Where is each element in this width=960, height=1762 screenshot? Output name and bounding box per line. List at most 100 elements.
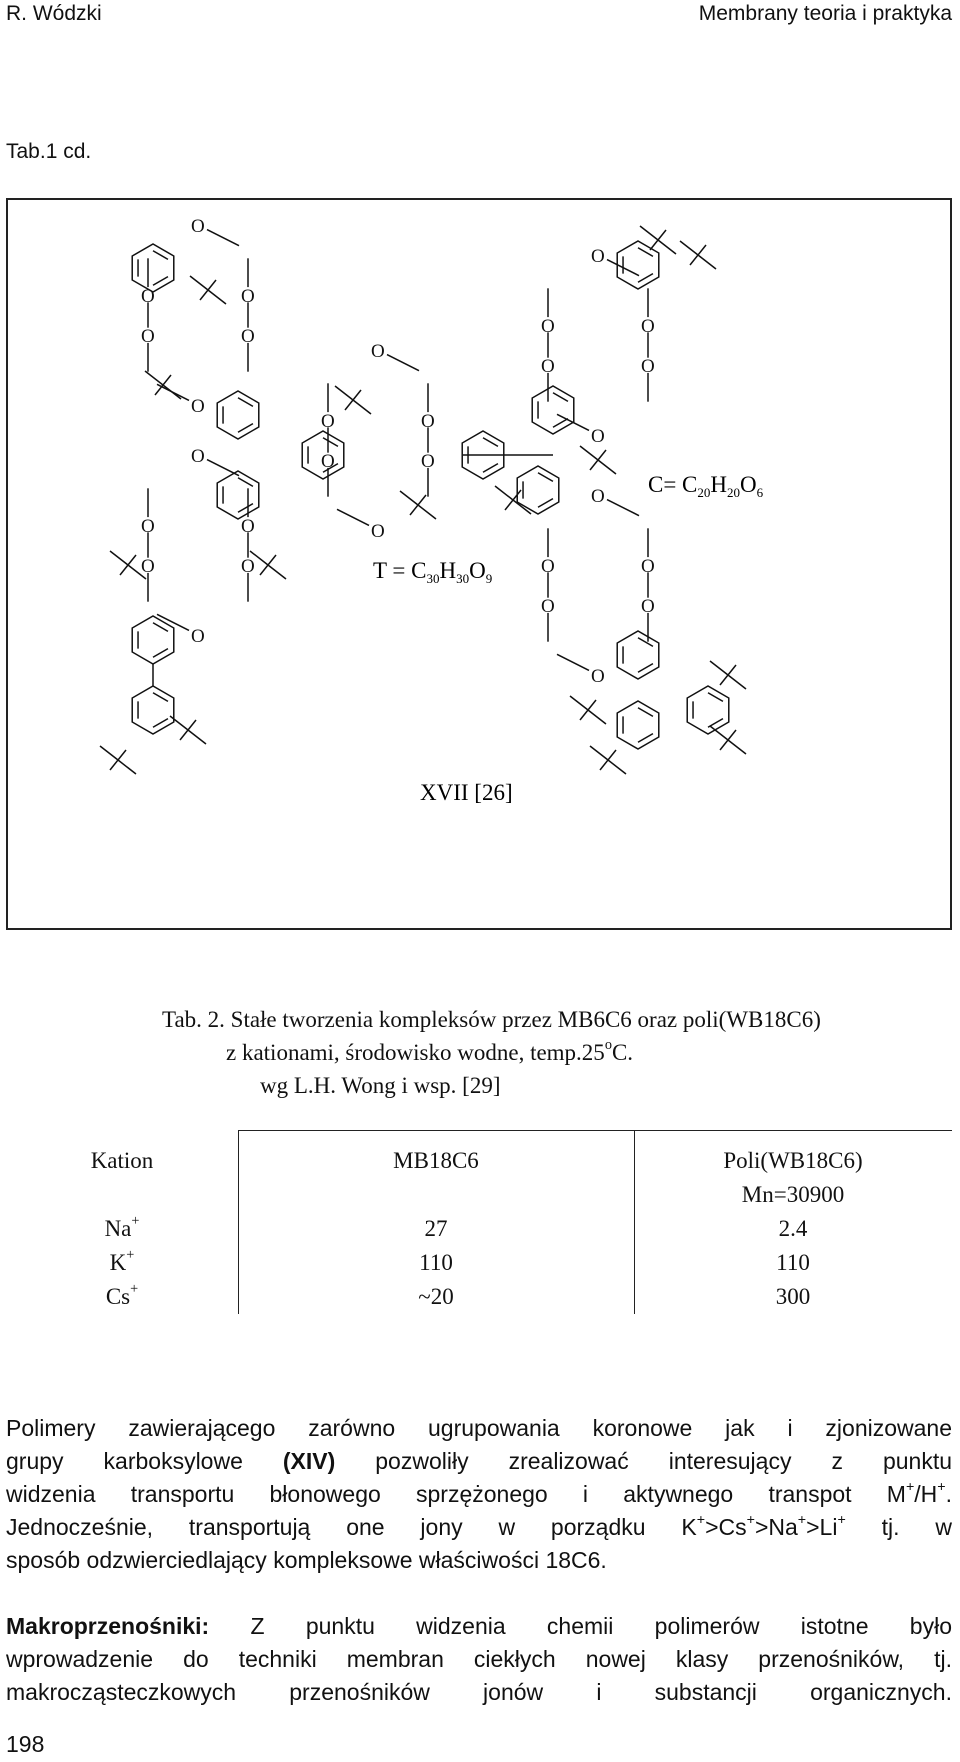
table-header-row-2: Mn=30900 xyxy=(6,1178,952,1212)
bond-line xyxy=(322,437,339,448)
oxygen-atom: O xyxy=(421,411,435,432)
table-divider-2 xyxy=(634,1130,635,1314)
oxygen-atom: O xyxy=(141,556,155,577)
paragraph-line: wprowadzenie do techniki membran ciekłyc… xyxy=(6,1646,952,1672)
bond-line xyxy=(409,494,427,516)
table-row: K+ 110 110 xyxy=(6,1246,952,1280)
oxygen-atom: O xyxy=(191,446,205,467)
oxygen-atom: O xyxy=(371,341,385,362)
paragraph-line: Makroprzenośniki: Z punktu widzenia chem… xyxy=(6,1613,952,1639)
benzene-ring xyxy=(131,685,175,735)
header-mb18c6: MB18C6 xyxy=(393,1148,479,1173)
bond-line xyxy=(556,653,590,672)
oxygen-atom: O xyxy=(241,556,255,577)
bond-line xyxy=(637,247,654,258)
bond-line xyxy=(152,717,169,728)
bond-line xyxy=(637,732,654,743)
benzene-ring xyxy=(531,385,575,435)
formula-c: C= C20H20O6 xyxy=(648,472,764,500)
bond-line xyxy=(606,498,640,517)
bond-line xyxy=(119,554,137,576)
paragraph-line: widzenia transportu błonowego sprzężoneg… xyxy=(6,1479,952,1507)
bond-line xyxy=(552,417,569,428)
bond-line xyxy=(237,422,254,433)
oxygen-atom: O xyxy=(241,516,255,537)
header-author: R. Wódzki xyxy=(6,2,102,25)
cell-mb: 27 xyxy=(424,1216,448,1241)
oxygen-atom: O xyxy=(241,326,255,347)
bond-line xyxy=(637,272,654,283)
paragraph-line: sposób odzwierciedlający kompleksowe wła… xyxy=(6,1547,607,1573)
table-row: Cs+ ~20 300 xyxy=(6,1280,952,1314)
table-continued-label: Tab.1 cd. xyxy=(6,140,92,163)
page-number: 198 xyxy=(6,1731,45,1757)
benzene-ring xyxy=(461,430,505,480)
oxygen-atom: O xyxy=(641,596,655,617)
caption-line-1: Tab. 2. Stałe tworzenia kompleksów przez… xyxy=(162,1007,821,1032)
cell-mb: ~20 xyxy=(418,1284,454,1309)
oxygen-atom: O xyxy=(321,411,335,432)
bond-line xyxy=(179,719,197,741)
bond-line xyxy=(537,472,554,483)
table-top-rule xyxy=(238,1130,952,1131)
bond-line xyxy=(206,228,240,247)
formula-t: T = C30H30O9 xyxy=(373,558,492,586)
paragraph-line: grupy karboksylowe (XIV) pozwoliły zreal… xyxy=(6,1448,953,1474)
oxygen-atom: O xyxy=(591,426,605,447)
header-mn: Mn=30900 xyxy=(741,1182,845,1207)
oxygen-atom: O xyxy=(591,486,605,507)
compound-label: XVII [26] xyxy=(420,780,513,805)
bond-line xyxy=(637,662,654,673)
bond-line xyxy=(482,462,499,473)
bond-line xyxy=(606,258,640,277)
benzene-ring xyxy=(516,465,560,515)
oxygen-atom: O xyxy=(191,626,205,647)
bond-line xyxy=(259,554,277,576)
oxygen-atom: O xyxy=(591,666,605,687)
oxygen-atom: O xyxy=(141,516,155,537)
oxygen-atom: O xyxy=(641,556,655,577)
bond-line xyxy=(152,275,169,286)
oxygen-atom: O xyxy=(141,326,155,347)
bond-line xyxy=(649,229,667,251)
cell-ion: Cs+ xyxy=(105,1281,139,1309)
cell-poly: 110 xyxy=(776,1250,810,1275)
bond-line xyxy=(579,699,597,721)
oxygen-atom: O xyxy=(541,356,555,377)
bond-line xyxy=(109,749,127,771)
bond-line xyxy=(152,250,169,261)
bond-line xyxy=(152,647,169,658)
bond-line xyxy=(237,477,254,488)
table-header-row: Kation MB18C6 Poli(WB18C6) xyxy=(6,1144,952,1178)
bond-line xyxy=(237,502,254,513)
paragraph-macrocarriers: Makroprzenośniki: Z punktu widzenia chem… xyxy=(6,1610,952,1709)
oxygen-atom: O xyxy=(541,316,555,337)
bond-line xyxy=(637,707,654,718)
oxygen-atom: O xyxy=(541,596,555,617)
bond-line xyxy=(719,664,737,686)
bond-line xyxy=(344,389,362,411)
oxygen-atom: O xyxy=(321,451,335,472)
bond-line xyxy=(552,392,569,403)
bond-line xyxy=(504,489,522,511)
bond-line xyxy=(537,497,554,508)
bond-line xyxy=(336,508,370,527)
benzene-ring xyxy=(216,470,260,520)
header-poly: Poli(WB18C6) xyxy=(723,1148,863,1173)
header-kation: Kation xyxy=(90,1148,154,1173)
cell-poly: 2.4 xyxy=(778,1216,808,1241)
benzene-ring xyxy=(131,243,175,293)
benzene-ring xyxy=(616,700,660,750)
paragraph-line: makrocząsteczkowych przenośników jonów i… xyxy=(6,1679,952,1705)
bond-line xyxy=(152,692,169,703)
oxygen-atom: O xyxy=(241,286,255,307)
bond-line xyxy=(152,622,169,633)
caption-line-2: z kationami, środowisko wodne, temp.25oC… xyxy=(226,1037,634,1065)
oxygen-atom: O xyxy=(541,556,555,577)
bond-line xyxy=(637,637,654,648)
cell-mb: 110 xyxy=(419,1250,453,1275)
oxygen-atom: O xyxy=(421,451,435,472)
bond-line xyxy=(199,279,217,301)
benzene-ring xyxy=(616,240,660,290)
